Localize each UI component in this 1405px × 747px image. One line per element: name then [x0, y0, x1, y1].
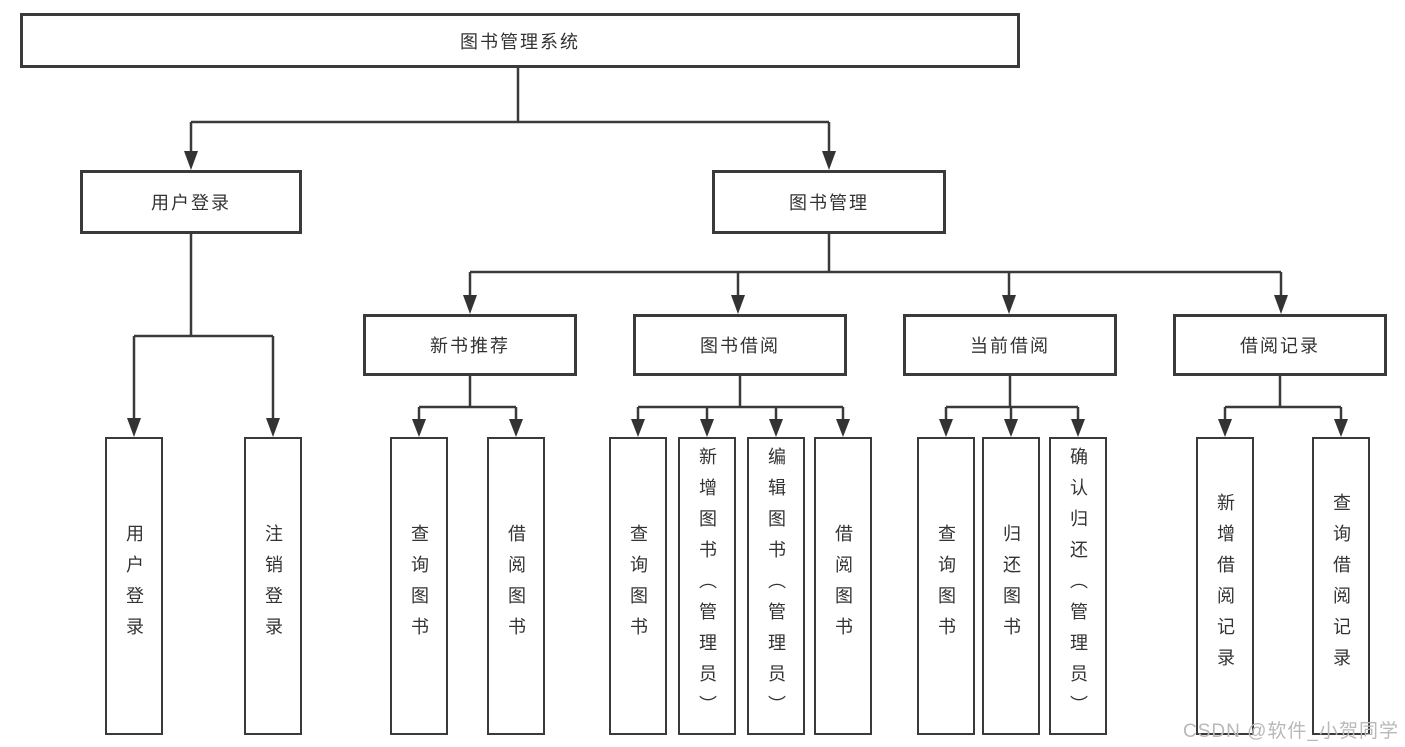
leaf-return-books-label: 归还图书	[1001, 524, 1021, 648]
leaf-logout-label: 注销登录	[263, 524, 283, 648]
leaf-query-borrow-record: 查询借阅记录	[1312, 437, 1370, 735]
leaf-confirm-return-admin: 确认归还（管理员）	[1049, 437, 1107, 735]
leaf-user-login: 用户登录	[105, 437, 163, 735]
leaf-query-books-borrow-label: 查询图书	[628, 524, 648, 648]
leaf-logout: 注销登录	[244, 437, 302, 735]
leaf-query-books-recommend-label: 查询图书	[409, 524, 429, 648]
node-borrow-records: 借阅记录	[1173, 314, 1387, 376]
node-book-management: 图书管理	[712, 170, 946, 234]
node-new-book-recommend: 新书推荐	[363, 314, 577, 376]
leaf-query-books-current-label: 查询图书	[936, 524, 956, 648]
leaf-borrow-books-recommend: 借阅图书	[487, 437, 545, 735]
node-book-borrow: 图书借阅	[633, 314, 847, 376]
leaf-query-books-recommend: 查询图书	[390, 437, 448, 735]
leaf-confirm-return-admin-label: 确认归还（管理员）	[1068, 446, 1088, 726]
node-new-book-recommend-label: 新书推荐	[430, 336, 510, 356]
connector-book-borrow	[631, 376, 850, 437]
leaf-edit-books-admin: 编辑图书（管理员）	[747, 437, 805, 735]
leaf-borrow-books-recommend-label: 借阅图书	[506, 524, 526, 648]
node-current-borrow: 当前借阅	[903, 314, 1117, 376]
node-current-borrow-label: 当前借阅	[970, 336, 1050, 356]
node-borrow-records-label: 借阅记录	[1240, 336, 1320, 356]
leaf-add-books-admin: 新增图书（管理员）	[678, 437, 736, 735]
leaf-add-books-admin-label: 新增图书（管理员）	[697, 446, 717, 726]
leaf-add-borrow-record: 新增借阅记录	[1196, 437, 1254, 735]
leaf-user-login-label: 用户登录	[124, 524, 144, 648]
leaf-borrow-books: 借阅图书	[814, 437, 872, 735]
node-user-login: 用户登录	[80, 170, 302, 234]
leaf-return-books: 归还图书	[982, 437, 1040, 735]
connector-root	[184, 68, 836, 170]
node-user-login-label: 用户登录	[151, 193, 231, 213]
node-book-borrow-label: 图书借阅	[700, 336, 780, 356]
leaf-query-books-current: 查询图书	[917, 437, 975, 735]
leaf-borrow-books-label: 借阅图书	[833, 524, 853, 648]
leaf-edit-books-admin-label: 编辑图书（管理员）	[766, 446, 786, 726]
connector-borrow-records	[1218, 376, 1348, 437]
node-book-management-label: 图书管理	[789, 193, 869, 213]
node-root-label: 图书管理系统	[460, 31, 580, 52]
connector-user-login	[127, 234, 280, 437]
connector-new-book-recommend	[412, 376, 523, 437]
leaf-query-borrow-record-label: 查询借阅记录	[1331, 493, 1351, 679]
leaf-add-borrow-record-label: 新增借阅记录	[1215, 493, 1235, 679]
leaf-query-books-borrow: 查询图书	[609, 437, 667, 735]
csdn-watermark: CSDN @软件_小贺同学	[1183, 721, 1399, 742]
node-root-system: 图书管理系统	[20, 13, 1020, 68]
connector-current-borrow	[939, 376, 1085, 437]
connector-book-management	[463, 234, 1288, 314]
